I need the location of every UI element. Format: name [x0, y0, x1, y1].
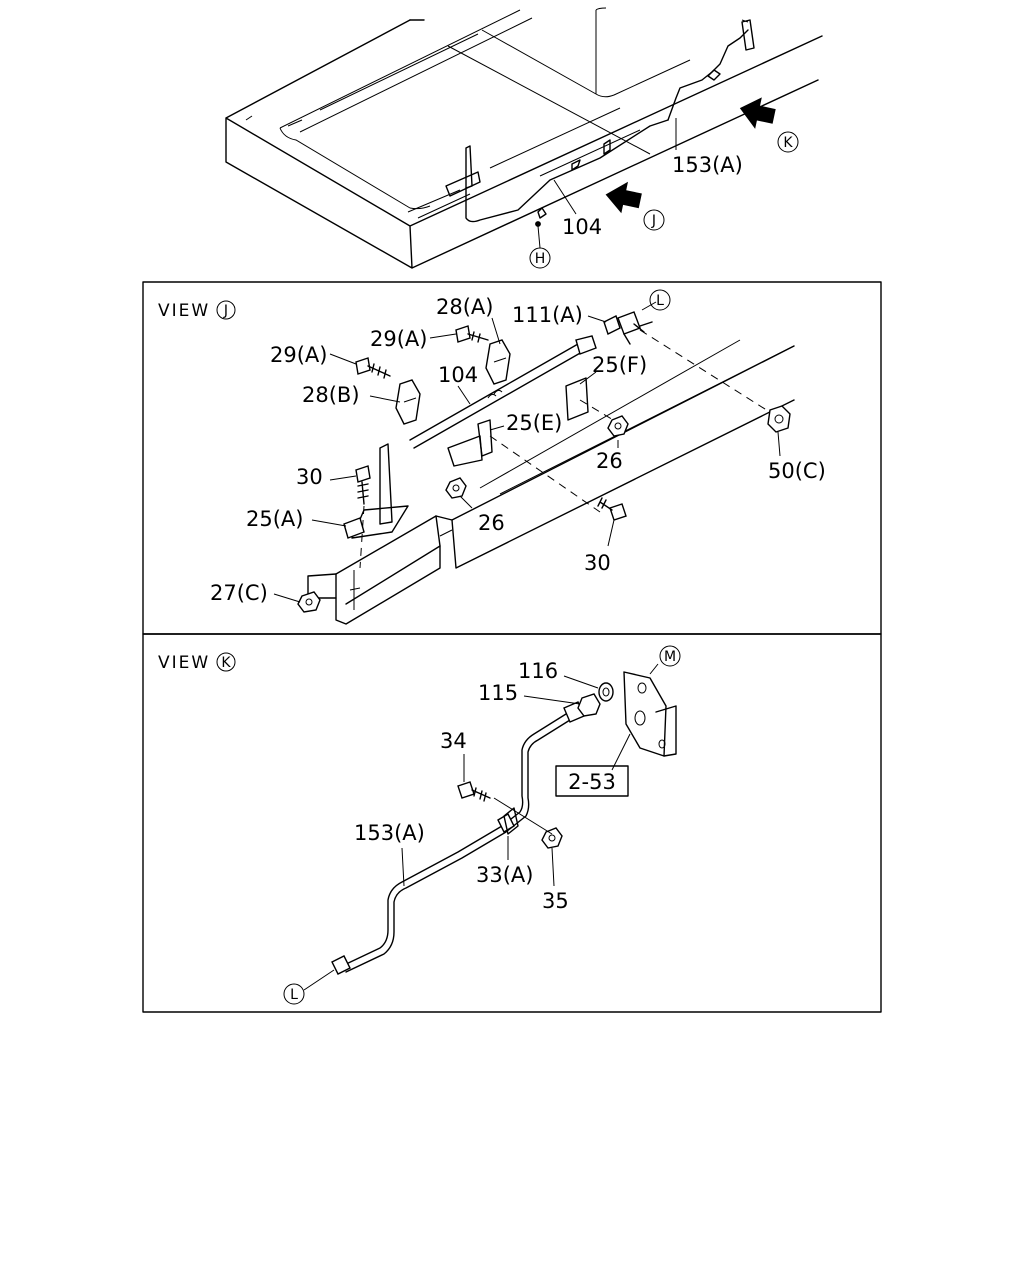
chassis-overview: [225, 7, 823, 269]
view-j-clip-28a: [485, 339, 511, 385]
view-k-marker-l: L: [283, 983, 305, 1005]
label-25a: 25(A): [246, 507, 303, 531]
view-j-clip-28b: [395, 379, 421, 425]
label-30-left: 30: [296, 465, 323, 489]
view-k-clamp-33a: [503, 807, 519, 835]
label-111a: 111(A): [512, 303, 583, 327]
label-153a-overview: 153(A): [672, 153, 743, 177]
view-j-bracket-25a: [343, 443, 409, 539]
svg-text:L: L: [290, 987, 298, 1003]
label-30-bottom: 30: [584, 551, 611, 575]
view-j-nut-26-mid: [445, 477, 467, 499]
label-27c: 27(C): [210, 581, 268, 605]
view-j-fitting-111a: [603, 311, 777, 417]
view-j-plate-25f: [565, 377, 621, 425]
svg-text:J: J: [223, 303, 228, 319]
view-k-marker: K: [216, 652, 236, 672]
view-j-bolt-29a-left: [355, 357, 391, 379]
view-k-panel: [142, 633, 882, 1013]
label-28b: 28(B): [302, 383, 360, 407]
view-k-nut-35: [541, 827, 563, 849]
label-33a: 33(A): [476, 863, 533, 887]
view-j-title: VIEW: [158, 301, 210, 321]
view-j-marker-l: L: [649, 289, 671, 311]
label-104-overview: 104: [562, 215, 602, 239]
label-35: 35: [542, 889, 569, 913]
view-k-nut-115: [577, 693, 601, 717]
svg-text:K: K: [221, 655, 231, 671]
view-k-bracket: [623, 671, 677, 757]
label-25f: 25(F): [592, 353, 647, 377]
label-50c: 50(C): [768, 459, 826, 483]
label-2-53: 2-53: [568, 770, 616, 794]
label-26-right: 26: [596, 449, 623, 473]
label-26-mid: 26: [478, 511, 505, 535]
view-k-washer-116: [598, 682, 614, 702]
label-29a-left: 29(A): [270, 343, 327, 367]
marker-k: K: [777, 131, 799, 153]
view-j-frame-rail: [307, 339, 795, 625]
view-j-nut-26-right: [607, 415, 629, 437]
view-k-bolt-34: [457, 781, 491, 802]
view-j-bracket-25e: [447, 419, 601, 513]
view-j-pipe-104: [409, 335, 597, 449]
view-j-nut-50c: [767, 405, 791, 433]
view-j-bolt-30-left: [355, 465, 371, 569]
view-j-bolt-30-bottom: [597, 497, 627, 521]
marker-j: J: [643, 209, 665, 231]
label-28a: 28(A): [436, 295, 493, 319]
svg-text:H: H: [535, 251, 546, 267]
label-116: 116: [518, 659, 558, 683]
view-j-nut-27c: [297, 591, 321, 613]
label-29a-top: 29(A): [370, 327, 427, 351]
svg-text:L: L: [656, 293, 664, 309]
label-115: 115: [478, 681, 518, 705]
svg-text:J: J: [651, 213, 656, 229]
svg-text:M: M: [664, 649, 676, 665]
view-k-title: VIEW: [158, 653, 210, 673]
marker-h: H: [529, 247, 551, 269]
label-34: 34: [440, 729, 467, 753]
view-j-marker: J: [216, 300, 236, 320]
label-25e: 25(E): [506, 411, 562, 435]
view-k-marker-m: M: [659, 645, 681, 667]
svg-text:K: K: [783, 135, 793, 151]
view-k-ref-box: [555, 765, 629, 797]
label-153a-view-k: 153(A): [354, 821, 425, 845]
label-104-view-j: 104: [438, 363, 478, 387]
view-k-pipe-153a: [331, 701, 585, 975]
view-j-bolt-29a-top: [455, 325, 489, 343]
